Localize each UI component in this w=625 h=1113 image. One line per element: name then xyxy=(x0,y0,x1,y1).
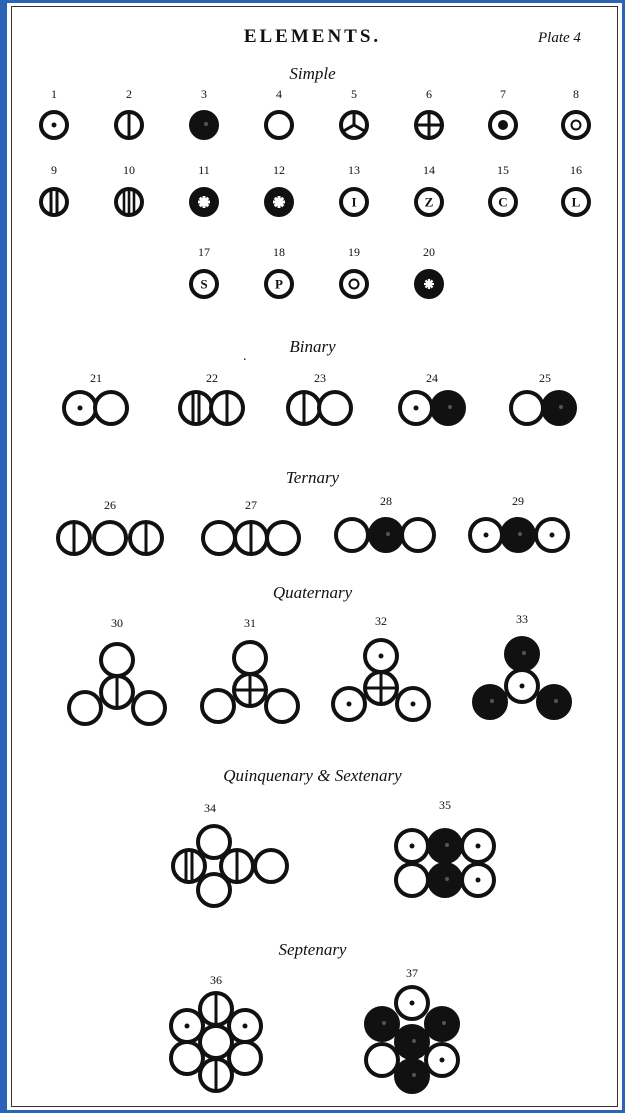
compound-number-24: 24 xyxy=(426,371,438,385)
compound-31 xyxy=(202,642,298,722)
element-number-4: 4 xyxy=(276,87,282,101)
compound-29 xyxy=(470,519,568,551)
element-10-symbol xyxy=(116,189,142,215)
compound-21 xyxy=(64,392,127,424)
element-number-19: 19 xyxy=(348,245,360,259)
compound-24 xyxy=(400,392,464,424)
compound-number-29: 29 xyxy=(512,494,524,508)
element-7-symbol xyxy=(490,112,516,138)
compound-number-36: 36 xyxy=(210,973,222,987)
element-number-5: 5 xyxy=(351,87,357,101)
compound-37 xyxy=(366,987,458,1092)
element-13-symbol: I xyxy=(341,189,367,215)
compound-number-35: 35 xyxy=(439,798,451,812)
svg-text:P: P xyxy=(275,277,283,292)
element-number-17: 17 xyxy=(198,245,210,259)
element-number-13: 13 xyxy=(348,163,360,177)
compound-number-32: 32 xyxy=(375,614,387,628)
compound-35 xyxy=(396,830,494,896)
element-number-11: 11 xyxy=(198,163,210,177)
element-number-8: 8 xyxy=(573,87,579,101)
compound-number-21: 21 xyxy=(90,371,102,385)
compound-36 xyxy=(171,993,261,1091)
compound-number-31: 31 xyxy=(244,616,256,630)
element-12-symbol xyxy=(266,189,292,215)
element-number-3: 3 xyxy=(201,87,207,101)
element-15-symbol: C xyxy=(490,189,516,215)
svg-text:L: L xyxy=(572,195,581,210)
svg-text:C: C xyxy=(498,195,507,210)
element-number-20: 20 xyxy=(423,245,435,259)
compound-number-28: 28 xyxy=(380,494,392,508)
element-number-2: 2 xyxy=(126,87,132,101)
compound-number-26: 26 xyxy=(104,498,116,512)
compound-33 xyxy=(474,638,570,718)
element-number-6: 6 xyxy=(426,87,432,101)
compound-number-23: 23 xyxy=(314,371,326,385)
element-3-symbol xyxy=(191,112,217,138)
compound-number-30: 30 xyxy=(111,616,123,630)
compound-22 xyxy=(180,392,243,424)
element-number-15: 15 xyxy=(497,163,509,177)
compound-number-33: 33 xyxy=(516,612,528,626)
element-18-symbol: P xyxy=(266,271,292,297)
svg-text:I: I xyxy=(351,195,356,210)
compound-25 xyxy=(511,392,575,424)
element-2-symbol xyxy=(116,112,142,138)
svg-text:Z: Z xyxy=(425,195,434,210)
element-number-16: 16 xyxy=(570,163,582,177)
compound-number-25: 25 xyxy=(539,371,551,385)
element-11-symbol xyxy=(191,189,217,215)
element-number-9: 9 xyxy=(51,163,57,177)
element-number-10: 10 xyxy=(123,163,135,177)
element-number-18: 18 xyxy=(273,245,285,259)
compound-number-27: 27 xyxy=(245,498,257,512)
compound-30 xyxy=(69,644,165,724)
element-number-7: 7 xyxy=(500,87,506,101)
element-6-symbol xyxy=(416,112,442,138)
compound-28 xyxy=(336,519,434,551)
element-8-symbol xyxy=(563,112,589,138)
element-14-symbol: Z xyxy=(416,189,442,215)
compound-number-34: 34 xyxy=(204,801,216,815)
compound-number-22: 22 xyxy=(206,371,218,385)
element-4-symbol xyxy=(266,112,292,138)
element-number-1: 1 xyxy=(51,87,57,101)
compound-34 xyxy=(173,826,287,906)
element-20-symbol xyxy=(416,271,442,297)
svg-text:S: S xyxy=(200,277,207,292)
element-17-symbol: S xyxy=(191,271,217,297)
compound-27 xyxy=(203,522,299,554)
compound-23 xyxy=(288,392,351,424)
element-1-symbol xyxy=(41,112,67,138)
element-16-symbol: L xyxy=(563,189,589,215)
element-5-symbol xyxy=(341,112,367,138)
compound-number-37: 37 xyxy=(406,966,418,980)
element-9-symbol xyxy=(41,189,67,215)
element-number-12: 12 xyxy=(273,163,285,177)
element-19-symbol xyxy=(341,271,367,297)
compound-26 xyxy=(58,522,162,554)
compound-32 xyxy=(333,640,429,720)
element-number-14: 14 xyxy=(423,163,435,177)
